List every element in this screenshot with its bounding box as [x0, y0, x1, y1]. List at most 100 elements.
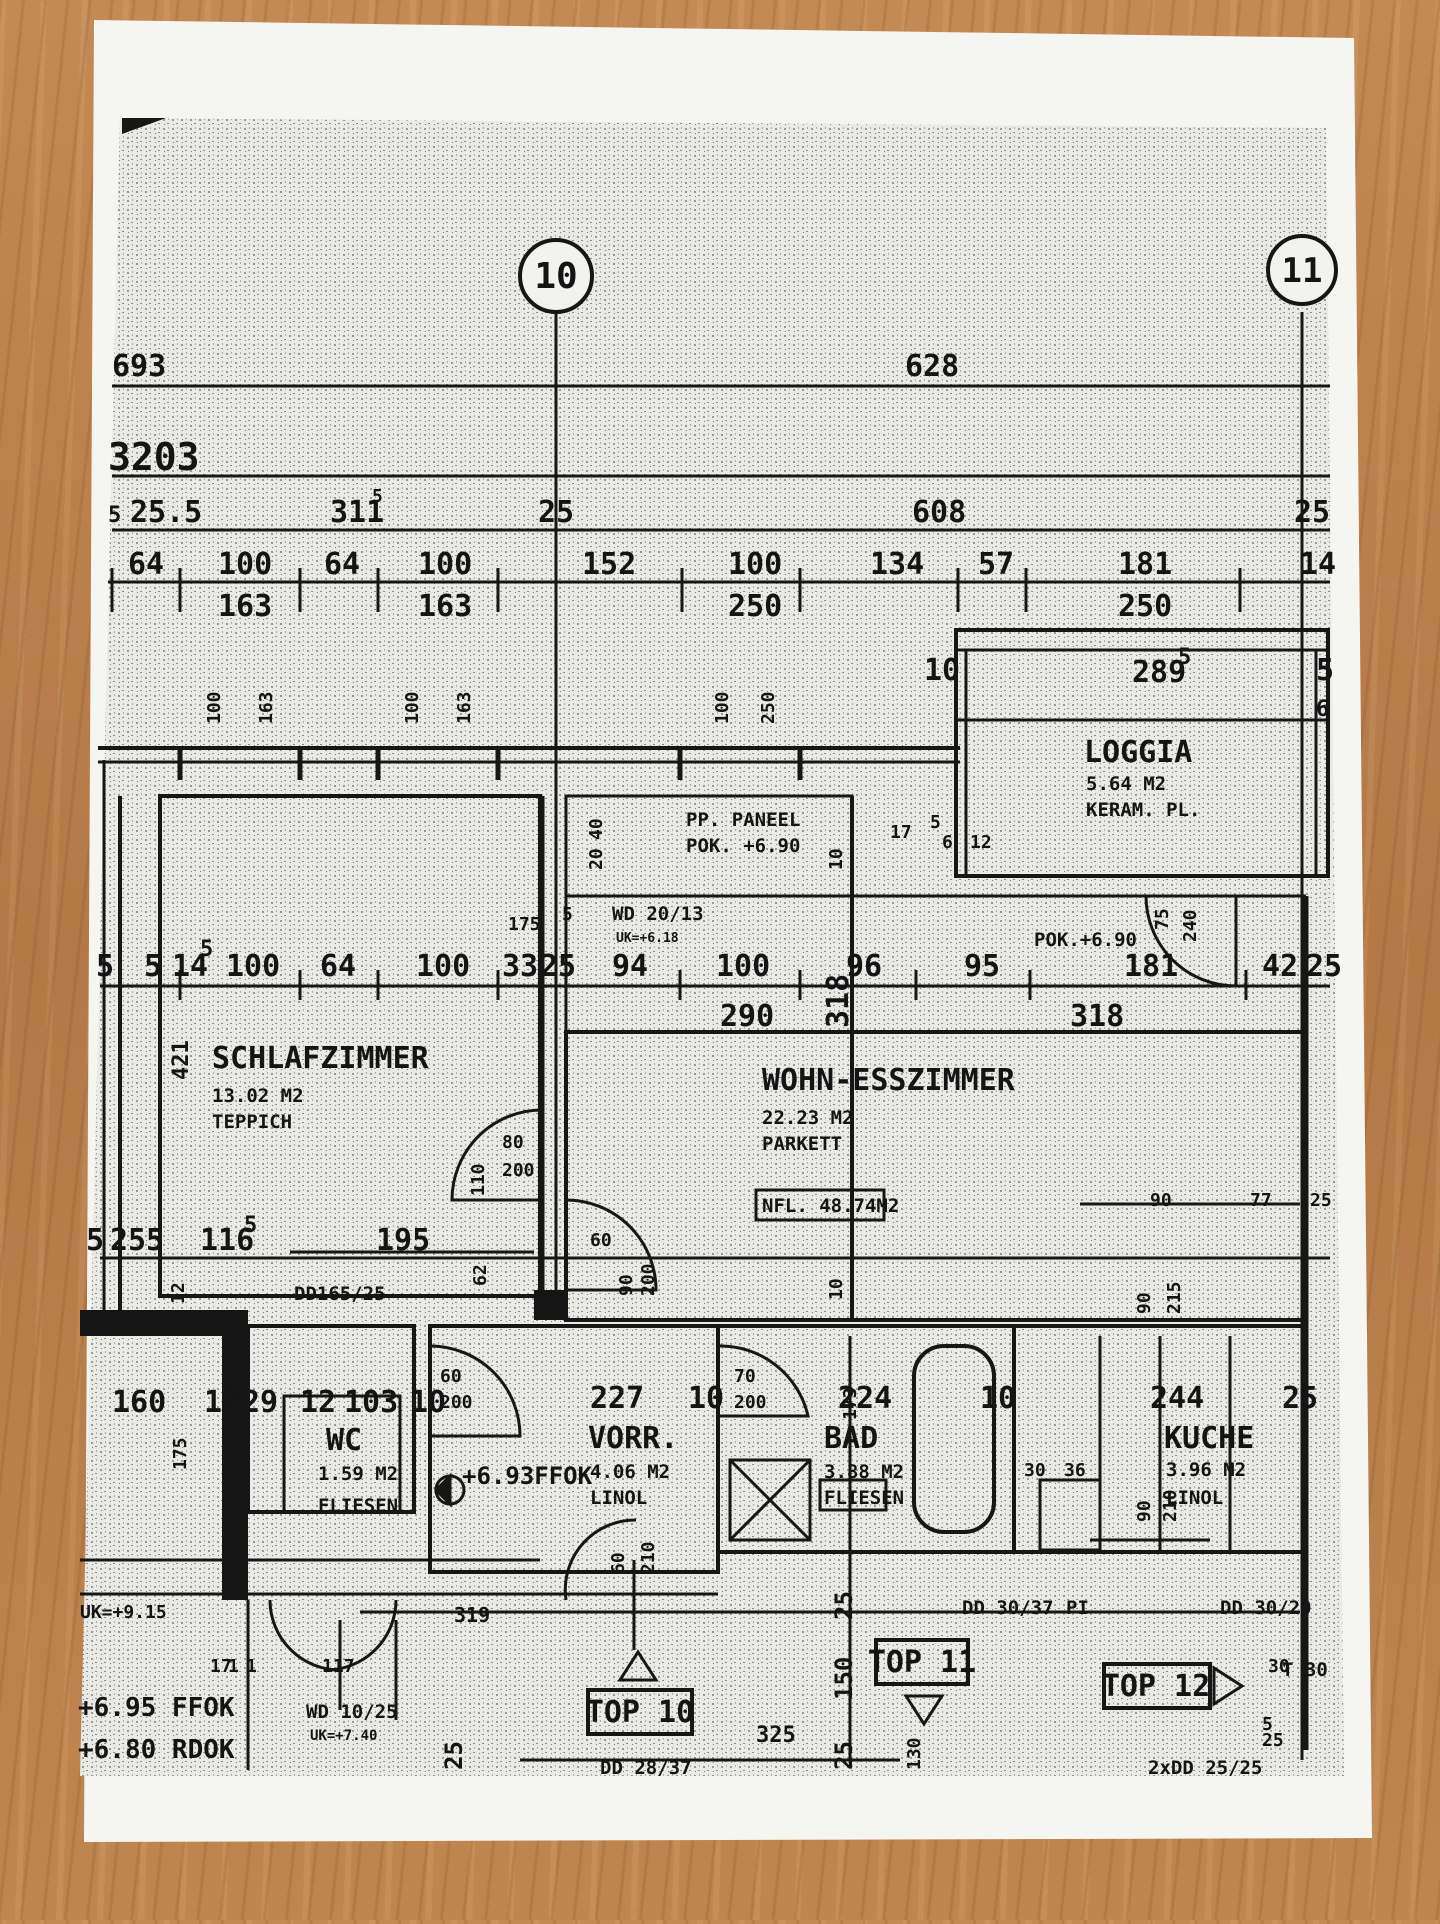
dim-r4b-0: 163 [218, 589, 272, 624]
note-dd-3: DD 30/37 [962, 1597, 1054, 1619]
dim-open-6: 20 [586, 848, 607, 870]
dim-mid-1: 5 [144, 949, 162, 984]
dim-r3-0: 5 [108, 503, 121, 528]
dim-svc-13: 10 [980, 1381, 1016, 1416]
dim-svc-2: 29 [242, 1385, 278, 1420]
dim-r3-1: 25.5 [130, 495, 202, 530]
dim-svc-1: 17 [204, 1385, 240, 1420]
dim-bot-10: 130 [904, 1737, 925, 1770]
note-dd-1: DD165/25 [294, 1283, 386, 1305]
room-wc-area: 1.59 M2 [318, 1463, 398, 1485]
dim-mid-12: 95 [964, 949, 1000, 984]
room-wohn-area: 22.23 M2 [762, 1107, 854, 1129]
room-wc-name: WC [326, 1423, 362, 1458]
dim-bot-5: 325 [756, 1723, 796, 1748]
note-dd-5: 2xDD 25/25 [1148, 1757, 1262, 1779]
room-vorr-floor: LINOL [590, 1487, 647, 1509]
service-dimensions: 160 17 29 12 103 10 60 200 227 10 70 200… [112, 1366, 1318, 1574]
middle-dimensions: 5 5 14 5 100 64 100 33 25 94 100 96 95 1… [96, 812, 1342, 1080]
note-uk-3: UK=+7.40 [310, 1728, 377, 1744]
note-dd-2: DD 28/37 [600, 1757, 692, 1779]
dim-low-13: 90 [1150, 1190, 1172, 1211]
dim-misc-7: 6 [942, 832, 953, 853]
note-pok-2: POK.+6.90 [1034, 929, 1137, 951]
note-ffok-2: +6.95 FFOK [78, 1693, 235, 1723]
note-pok-1: POK. +6.90 [686, 835, 800, 857]
dim-svc-8: 227 [590, 1381, 644, 1416]
dim-open-2: 100 [402, 691, 423, 724]
tag-top-11: TOP 11 [868, 1645, 976, 1680]
dim-low-14: 77 [1250, 1190, 1272, 1211]
dim-svc-4: 103 [344, 1385, 398, 1420]
dim-low-2: 5 [146, 1223, 164, 1258]
dim-misc-4: 421 [169, 1040, 194, 1080]
note-dd-4: DD 30/20 [1220, 1597, 1312, 1619]
room-loggia-name: LOGGIA [1084, 735, 1192, 770]
dim-misc-6: 5 [930, 812, 941, 833]
dim-svc-12: 224 [838, 1381, 892, 1416]
dim-svc-6: 60 [440, 1366, 462, 1387]
dim-mid-11: 96 [846, 949, 882, 984]
dim-loggia-2: 5 [1178, 645, 1191, 670]
room-kuche-area: 3.96 M2 [1166, 1459, 1246, 1481]
dim-low-15: 25 [1310, 1190, 1332, 1211]
lower-dimensions: 5 25 5 116 5 195 80 200 110 60 90 200 10… [86, 1132, 1332, 1314]
dim-mid-3: 5 [200, 937, 213, 962]
room-loggia-floor: KERAM. PL. [1086, 799, 1200, 821]
dim-mid-15: 25 [1306, 949, 1342, 984]
dim-svc-15: 25 [1282, 1381, 1318, 1416]
dim-open-0: 100 [204, 691, 225, 724]
dim-628: 628 [905, 349, 959, 384]
dim-693: 693 [112, 349, 166, 384]
dim-r4-5: 100 [728, 547, 782, 582]
dim-loggia-3: 5 [1316, 653, 1334, 688]
room-wohn-name: WOHN-ESSZIMMER [762, 1063, 1016, 1098]
axis-label-11: 11 [1282, 251, 1323, 291]
dim-low-7: 200 [502, 1160, 535, 1181]
note-ffok: +6.93FFOK [462, 1462, 593, 1490]
top-dimensions: 693 628 3203 5 25.5 311 5 25 608 25 64 1… [108, 349, 1336, 870]
dim-svc-0: 160 [112, 1385, 166, 1420]
dim-r3-2: 311 [330, 495, 384, 530]
dim-svc-20: 60 [608, 1552, 629, 1574]
dim-svc-18: 30 [1024, 1460, 1046, 1481]
dim-misc-1: 5 [562, 904, 573, 925]
room-labels: SCHLAFZIMMER 13.02 M2 TEPPICH WOHN-ESSZI… [212, 735, 1254, 1517]
dim-r4-4: 152 [582, 547, 636, 582]
dim-r4-6: 134 [870, 547, 924, 582]
dim-bot-4: 117 [322, 1656, 355, 1677]
dim-open-5: 250 [758, 691, 779, 724]
dim-mid-9: 94 [612, 949, 648, 984]
dim-svc-23: 210 [1160, 1489, 1181, 1522]
dim-open-1: 163 [256, 691, 277, 724]
plan-lines [80, 118, 1338, 1770]
room-wc-floor: FLIESEN [318, 1495, 398, 1517]
note-pi: PI [1066, 1597, 1089, 1619]
dim-r4-3: 100 [418, 547, 472, 582]
dim-bot-8: 25 [830, 1741, 858, 1770]
dim-misc-3: 240 [1180, 909, 1201, 942]
note-t30: T 30 [1282, 1659, 1328, 1681]
dim-bot-13: 30 [1268, 1656, 1290, 1677]
room-schlafzimmer-floor: TEPPICH [212, 1111, 292, 1133]
dim-low-6: 80 [502, 1132, 524, 1153]
dim-bot-12: 25 [1262, 1730, 1284, 1751]
room-kuche-name: KUCHE [1164, 1421, 1254, 1456]
dim-mid-2: 14 [172, 949, 208, 984]
room-vorr-area: 4.06 M2 [590, 1461, 670, 1483]
dim-svc-9: 10 [688, 1381, 724, 1416]
dim-mid-13: 181 [1124, 949, 1178, 984]
dim-loggia-0: 10 [924, 653, 960, 688]
dim-svc-3: 12 [300, 1385, 336, 1420]
dim-bot-9: 25 [440, 1741, 468, 1770]
dim-misc-2: 75 [1152, 908, 1173, 930]
dim-mid-b2: 318 [1070, 999, 1124, 1034]
dim-mid-6: 100 [416, 949, 470, 984]
dim-loggia-4: 6 [1316, 697, 1329, 722]
dim-low-0: 5 [86, 1223, 104, 1258]
print-area [80, 118, 1344, 1776]
dim-r4b-2: 250 [728, 589, 782, 624]
room-bad-floor: FLIESEN [824, 1487, 904, 1509]
dim-open-8: 10 [826, 848, 847, 870]
